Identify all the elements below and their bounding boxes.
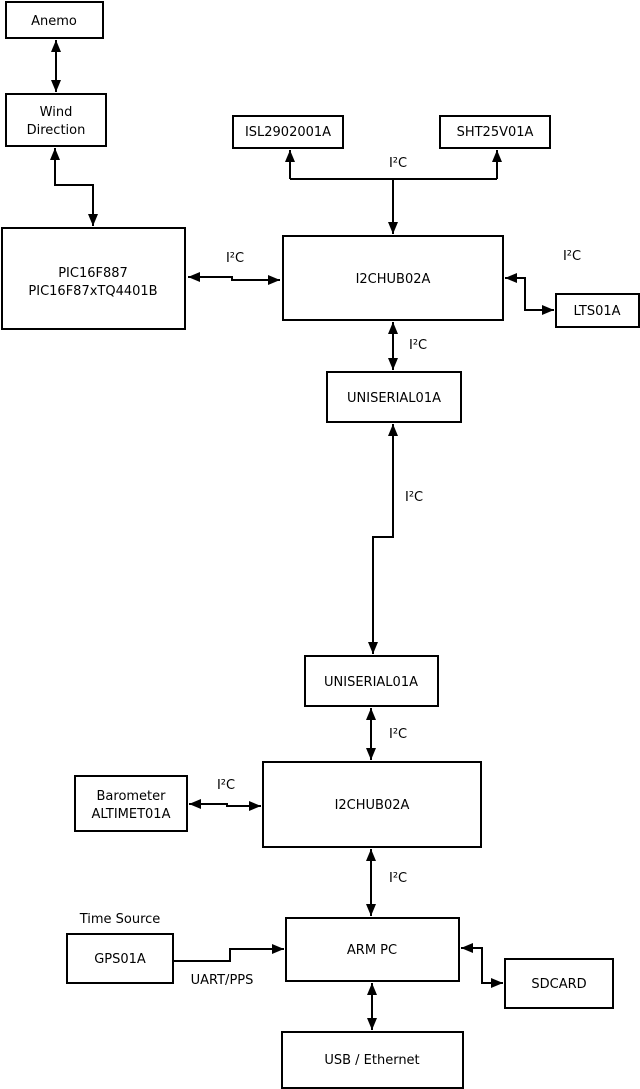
i2chub-top-label: I2CHUB02A xyxy=(356,272,431,287)
lts01a-box xyxy=(555,293,640,328)
i2c-label-sensor-bus: I²C xyxy=(389,156,407,171)
anemo-label: Anemo xyxy=(31,14,77,29)
sht25v01a-label: SHT25V01A xyxy=(457,125,534,140)
anemo-node: Anemo xyxy=(5,1,104,39)
edge-winddirection-pic xyxy=(50,148,98,226)
i2c-label-pic-hub: I²C xyxy=(226,251,244,266)
i2c-label-lts: I²C xyxy=(563,249,581,264)
i2chub-bottom-label: I2CHUB02A xyxy=(335,798,410,813)
sht25v01a-node: SHT25V01A xyxy=(439,115,551,149)
i2c-label-barometer: I²C xyxy=(217,778,235,793)
isl2902001a-box xyxy=(232,115,344,149)
arm-pc-box xyxy=(285,917,460,982)
sdcard-node: SDCARD xyxy=(504,958,614,1009)
i2c-label-uniserial-hub2: I²C xyxy=(389,727,407,742)
barometer-box xyxy=(74,775,188,832)
barometer-node: Barometer ALTIMET01A xyxy=(74,775,188,832)
edge-armpc-sdcard xyxy=(461,943,503,988)
pic-label-line1: PIC16F887 xyxy=(58,266,128,281)
pic-box xyxy=(1,227,186,330)
usb-ethernet-box xyxy=(281,1031,464,1089)
time-source-label: Time Source xyxy=(79,912,161,927)
wind-direction-node: Wind Direction xyxy=(5,93,107,147)
sht25v01a-box xyxy=(439,115,551,149)
lts01a-node: LTS01A xyxy=(555,293,640,328)
gps01a-label: GPS01A xyxy=(94,952,146,967)
edge-pic-i2chub-top xyxy=(188,272,280,285)
uniserial-bottom-box xyxy=(304,655,439,707)
pic-node: PIC16F887 PIC16F87xTQ4401B xyxy=(1,227,186,330)
i2chub-top-box xyxy=(282,235,504,321)
arm-pc-label: ARM PC xyxy=(347,943,397,958)
uniserial-bottom-label: UNISERIAL01A xyxy=(324,675,418,690)
usb-ethernet-node: USB / Ethernet xyxy=(281,1031,464,1089)
i2c-label-hub2-armpc: I²C xyxy=(389,871,407,886)
edge-uniserial-uniserial xyxy=(368,424,398,654)
lts01a-label: LTS01A xyxy=(573,304,620,319)
wind-direction-box xyxy=(5,93,107,147)
barometer-label-line2: ALTIMET01A xyxy=(92,807,171,822)
uart-pps-label: UART/PPS xyxy=(191,973,254,988)
wind-direction-label-line2: Direction xyxy=(27,123,86,138)
anemo-box xyxy=(5,1,104,39)
isl2902001a-node: ISL2902001A xyxy=(232,115,344,149)
uniserial-top-label: UNISERIAL01A xyxy=(347,391,441,406)
sdcard-box xyxy=(504,958,614,1009)
wind-direction-label-line1: Wind xyxy=(40,105,73,120)
arm-pc-node: ARM PC xyxy=(285,917,460,982)
i2c-label-uniserial-link: I²C xyxy=(405,490,423,505)
uniserial-top-box xyxy=(326,371,462,423)
edge-barometer-i2chub-bottom xyxy=(189,799,261,811)
i2chub-bottom-box xyxy=(262,761,482,848)
uniserial-top-node: UNISERIAL01A xyxy=(326,371,462,423)
uniserial-bottom-node: UNISERIAL01A xyxy=(304,655,439,707)
pic-label-line2: PIC16F87xTQ4401B xyxy=(28,284,157,299)
i2chub-bottom-node: I2CHUB02A xyxy=(262,761,482,848)
usb-ethernet-label: USB / Ethernet xyxy=(324,1053,419,1068)
barometer-label-line1: Barometer xyxy=(97,789,167,804)
gps01a-node: GPS01A xyxy=(66,933,174,984)
edge-i2chub-top-lts01a xyxy=(505,273,554,315)
i2c-label-hub-uniserial: I²C xyxy=(409,338,427,353)
gps01a-box xyxy=(66,933,174,984)
sdcard-label: SDCARD xyxy=(531,977,586,992)
edge-gps-armpc xyxy=(173,944,284,962)
i2chub-top-node: I2CHUB02A xyxy=(282,235,504,321)
isl2902001a-label: ISL2902001A xyxy=(245,125,331,140)
